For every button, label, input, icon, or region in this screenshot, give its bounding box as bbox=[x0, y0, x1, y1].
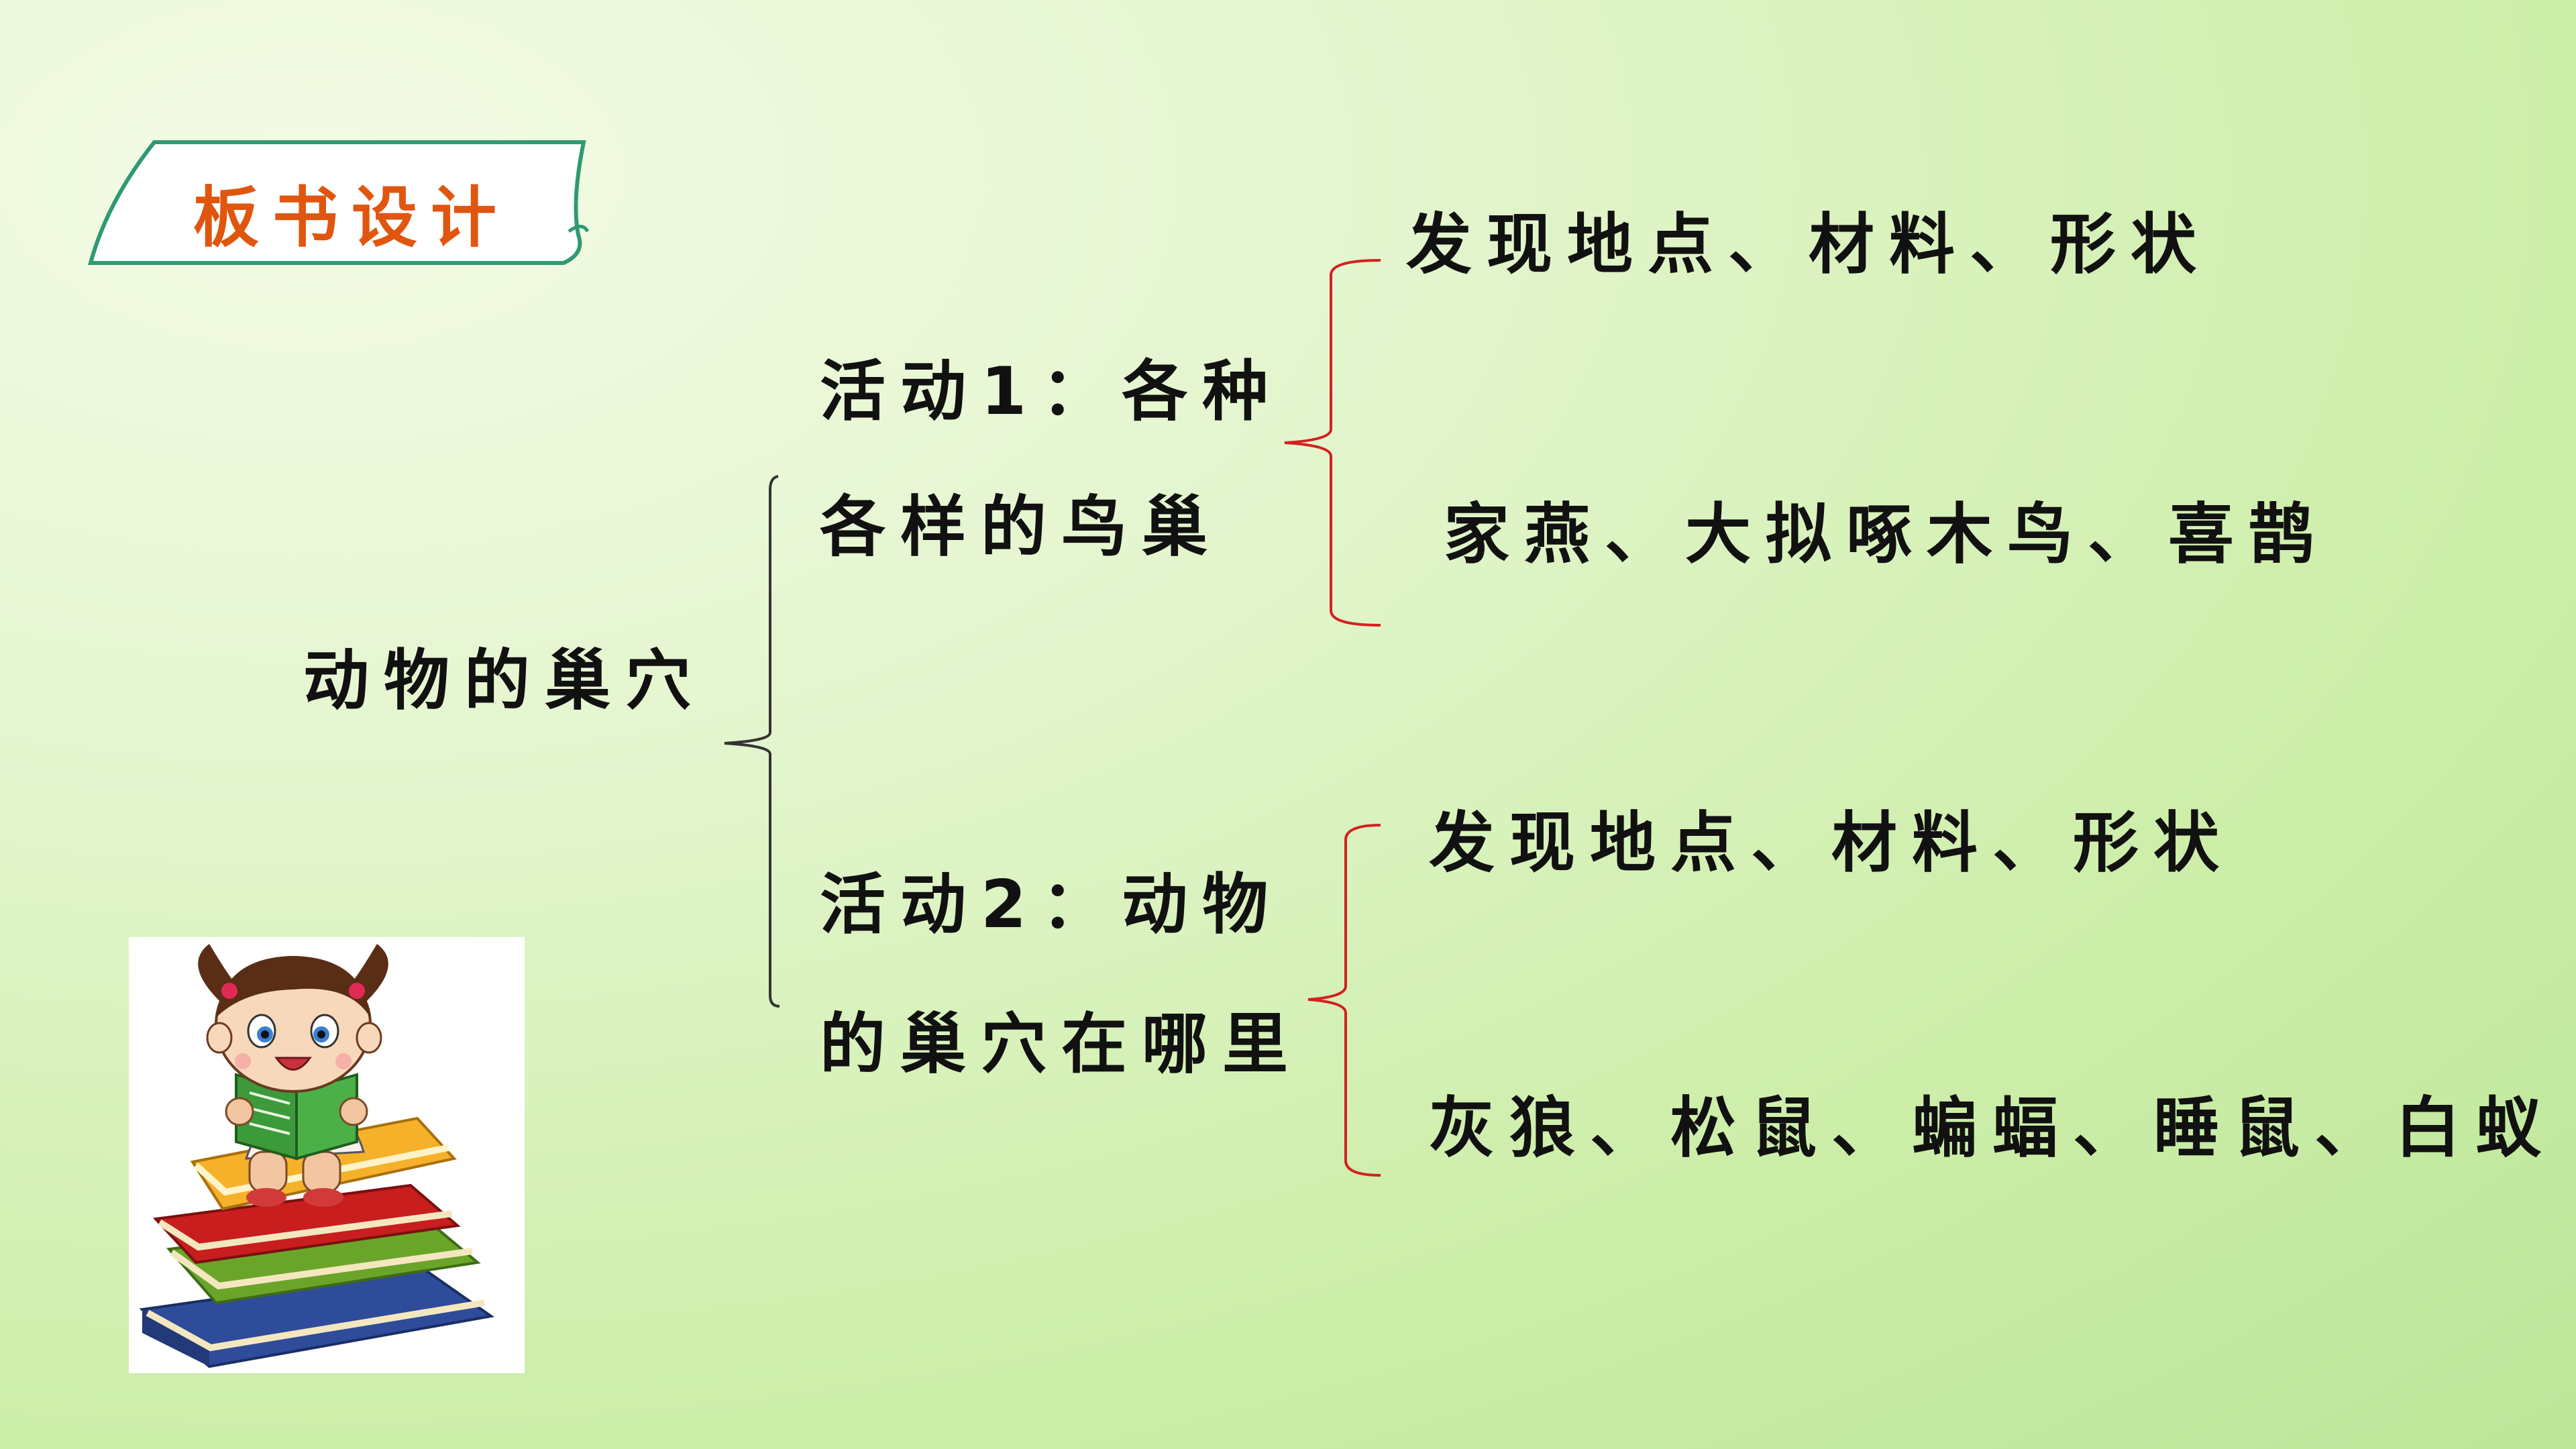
activity-1-bracket bbox=[1284, 259, 1381, 627]
activity-2-title-line2: 的巢穴在哪里 bbox=[820, 1006, 1303, 1083]
activity-1-item-birds: 家燕、大拟啄木鸟、喜鹊 bbox=[1444, 496, 2330, 573]
main-bracket bbox=[724, 475, 780, 1008]
girl-reading-books-illustration bbox=[129, 937, 525, 1373]
activity-2-bracket bbox=[1307, 824, 1381, 1177]
activity-1-title-line2: 各样的鸟巢 bbox=[820, 489, 1223, 566]
activity-2-item-features: 发现地点、材料、形状 bbox=[1429, 805, 2235, 881]
activity-1-title-line1: 活动1：各种 bbox=[820, 354, 1283, 430]
activity-1-item-features: 发现地点、材料、形状 bbox=[1406, 207, 2212, 283]
root-label: 动物的巢穴 bbox=[303, 643, 706, 719]
activity-2-item-animals: 灰狼、松鼠、蝙蝠、睡鼠、白蚁 bbox=[1429, 1090, 2557, 1167]
activity-2-title-line1: 活动2：动物 bbox=[820, 867, 1283, 943]
tag-label: 板书设计 bbox=[193, 180, 511, 256]
